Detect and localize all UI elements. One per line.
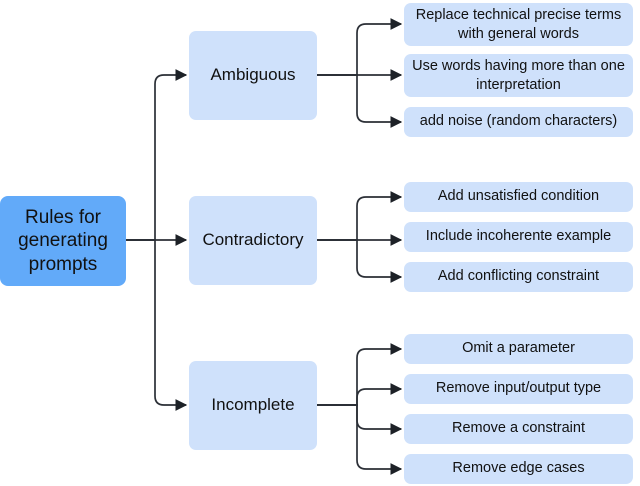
leaf-node-ambiguous-1[interactable]: Replace technical precise terms with gen…: [404, 3, 633, 46]
edge-ambiguous-to-leaf-3: [317, 74, 403, 128]
leaf-node-contradictory-3[interactable]: Add conflicting constraint: [404, 262, 633, 292]
edge-root-to-ambiguous: [126, 69, 188, 241]
leaf-node-incomplete-3[interactable]: Remove a constraint: [404, 414, 633, 444]
leaf-node-ambiguous-2[interactable]: Use words having more than one interpret…: [404, 54, 633, 97]
edge-root-to-incomplete: [126, 239, 188, 411]
edge-contradictory-to-leaf-1: [317, 191, 403, 241]
leaf-node-contradictory-2[interactable]: Include incoherente example: [404, 222, 633, 252]
leaf-node-incomplete-4[interactable]: Remove edge cases: [404, 454, 633, 484]
edge-incomplete-to-leaf-4: [317, 404, 403, 475]
leaf-node-incomplete-2[interactable]: Remove input/output type: [404, 374, 633, 404]
edge-incomplete-to-leaf-1: [317, 343, 403, 406]
edge-incomplete-to-leaf-2: [317, 383, 403, 406]
edge-incomplete-to-leaf-3: [317, 404, 403, 435]
edge-ambiguous-to-leaf-1: [317, 18, 403, 76]
leaf-node-incomplete-1[interactable]: Omit a parameter: [404, 334, 633, 364]
category-node-incomplete[interactable]: Incomplete: [189, 361, 317, 450]
edge-contradictory-to-leaf-3: [317, 239, 403, 283]
root-node[interactable]: Rules for generating prompts: [0, 196, 126, 286]
category-node-ambiguous[interactable]: Ambiguous: [189, 31, 317, 120]
category-node-contradictory[interactable]: Contradictory: [189, 196, 317, 285]
leaf-node-contradictory-1[interactable]: Add unsatisfied condition: [404, 182, 633, 212]
leaf-node-ambiguous-3[interactable]: add noise (random characters): [404, 107, 633, 137]
